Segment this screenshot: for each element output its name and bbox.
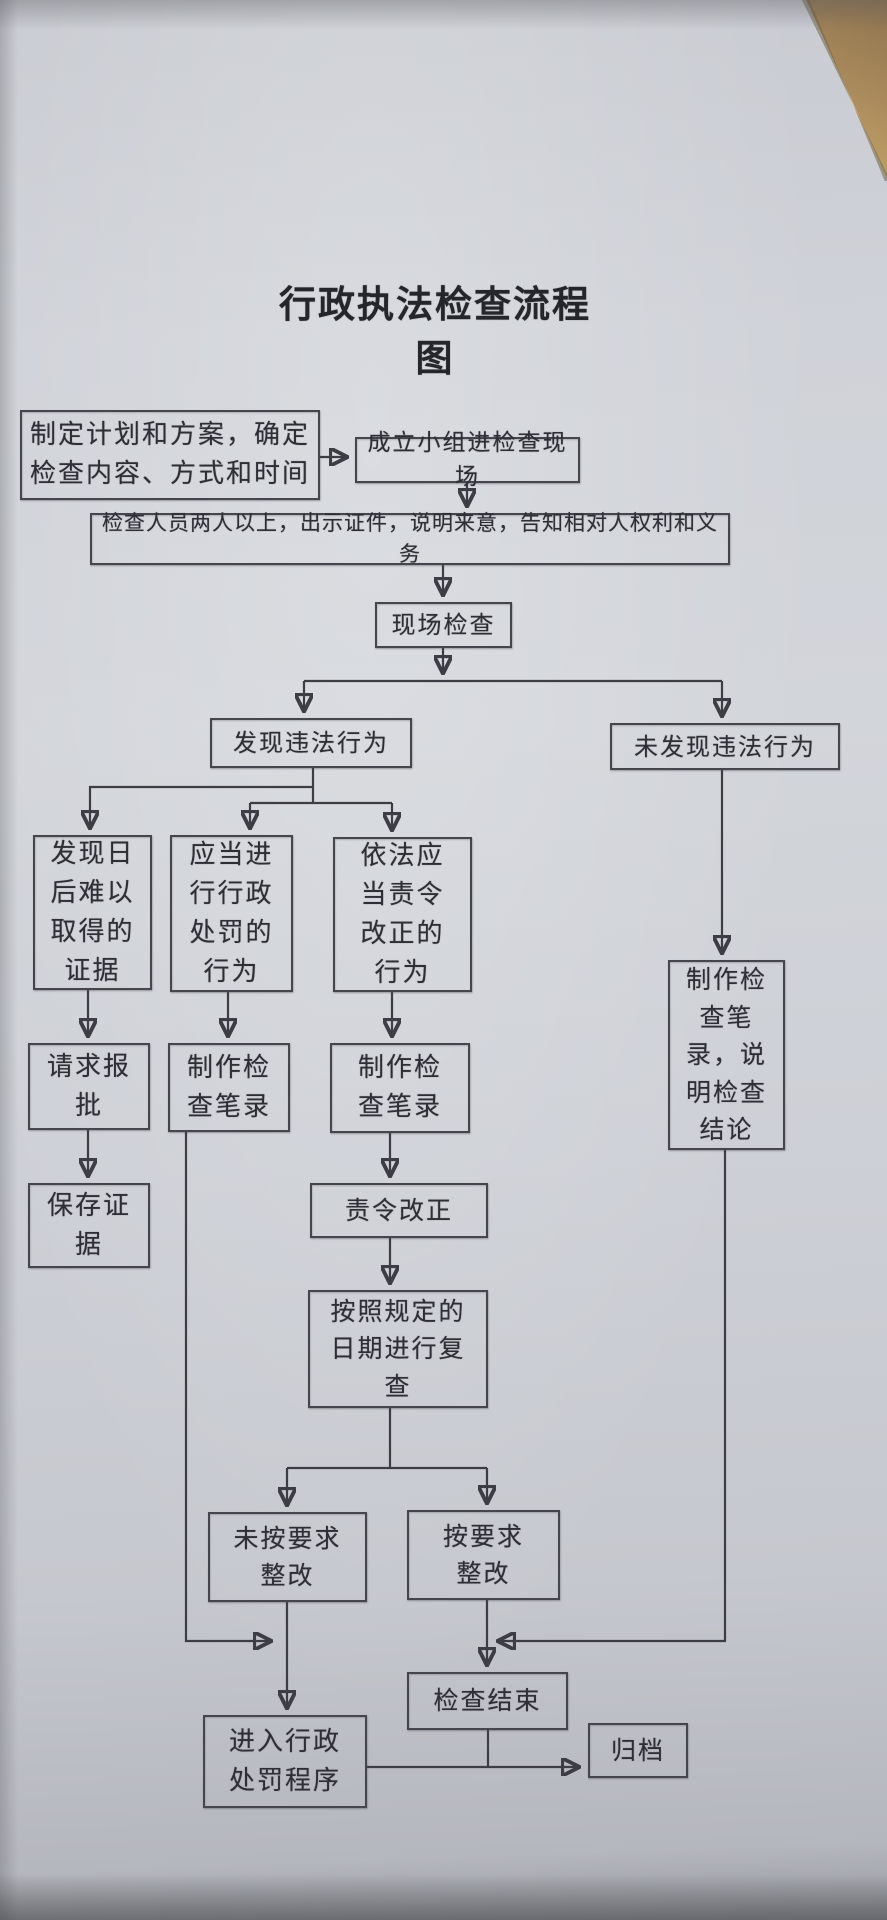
node-make-inspection-record-punish: 制作检查笔录	[168, 1043, 290, 1132]
node-archive: 归档	[588, 1723, 688, 1778]
node-enter-punishment-procedure: 进入行政处罚程序	[203, 1715, 367, 1808]
connector-found-evidence	[90, 785, 313, 827]
node-correctable-conduct: 依法应当责令改正的行为	[333, 837, 472, 992]
node-no-violation-found: 未发现违法行为	[610, 723, 840, 770]
desk-corner-background	[806, 0, 887, 178]
node-onsite-inspection: 现场检查	[375, 602, 512, 648]
node-make-inspection-record-correct: 制作检查笔录	[330, 1043, 470, 1133]
node-make-plan: 制定计划和方案，确定检查内容、方式和时间	[20, 410, 320, 500]
node-order-correction: 责令改正	[310, 1183, 488, 1238]
top-shadow	[0, 0, 887, 30]
left-shadow	[0, 0, 18, 1920]
node-not-rectified: 未按要求整改	[208, 1512, 367, 1602]
node-inspection-end: 检查结束	[407, 1672, 568, 1730]
node-rectified: 按要求整改	[407, 1510, 560, 1600]
node-show-credentials: 检查人员两人以上，出示证件，说明来意，告知相对人权利和义务	[90, 511, 730, 566]
node-hard-to-obtain-evidence: 发现日后难以取得的证据	[33, 835, 152, 990]
node-request-approval: 请求报批	[28, 1043, 150, 1130]
paper-edge	[801, 0, 887, 181]
node-violation-found: 发现违法行为	[210, 718, 412, 768]
node-preserve-evidence: 保存证据	[28, 1183, 150, 1268]
bottom-shadow	[0, 1874, 887, 1920]
flowchart-title: 行政执法检查流程图	[279, 282, 591, 380]
node-punishable-conduct: 应当进行行政处罚的行为	[170, 835, 293, 992]
node-record-and-conclusion: 制作检查笔录，说明检查结论	[668, 960, 785, 1150]
node-recheck-on-schedule: 按照规定的日期进行复查	[308, 1290, 488, 1408]
node-form-team: 成立小组进检查现场	[355, 430, 580, 490]
